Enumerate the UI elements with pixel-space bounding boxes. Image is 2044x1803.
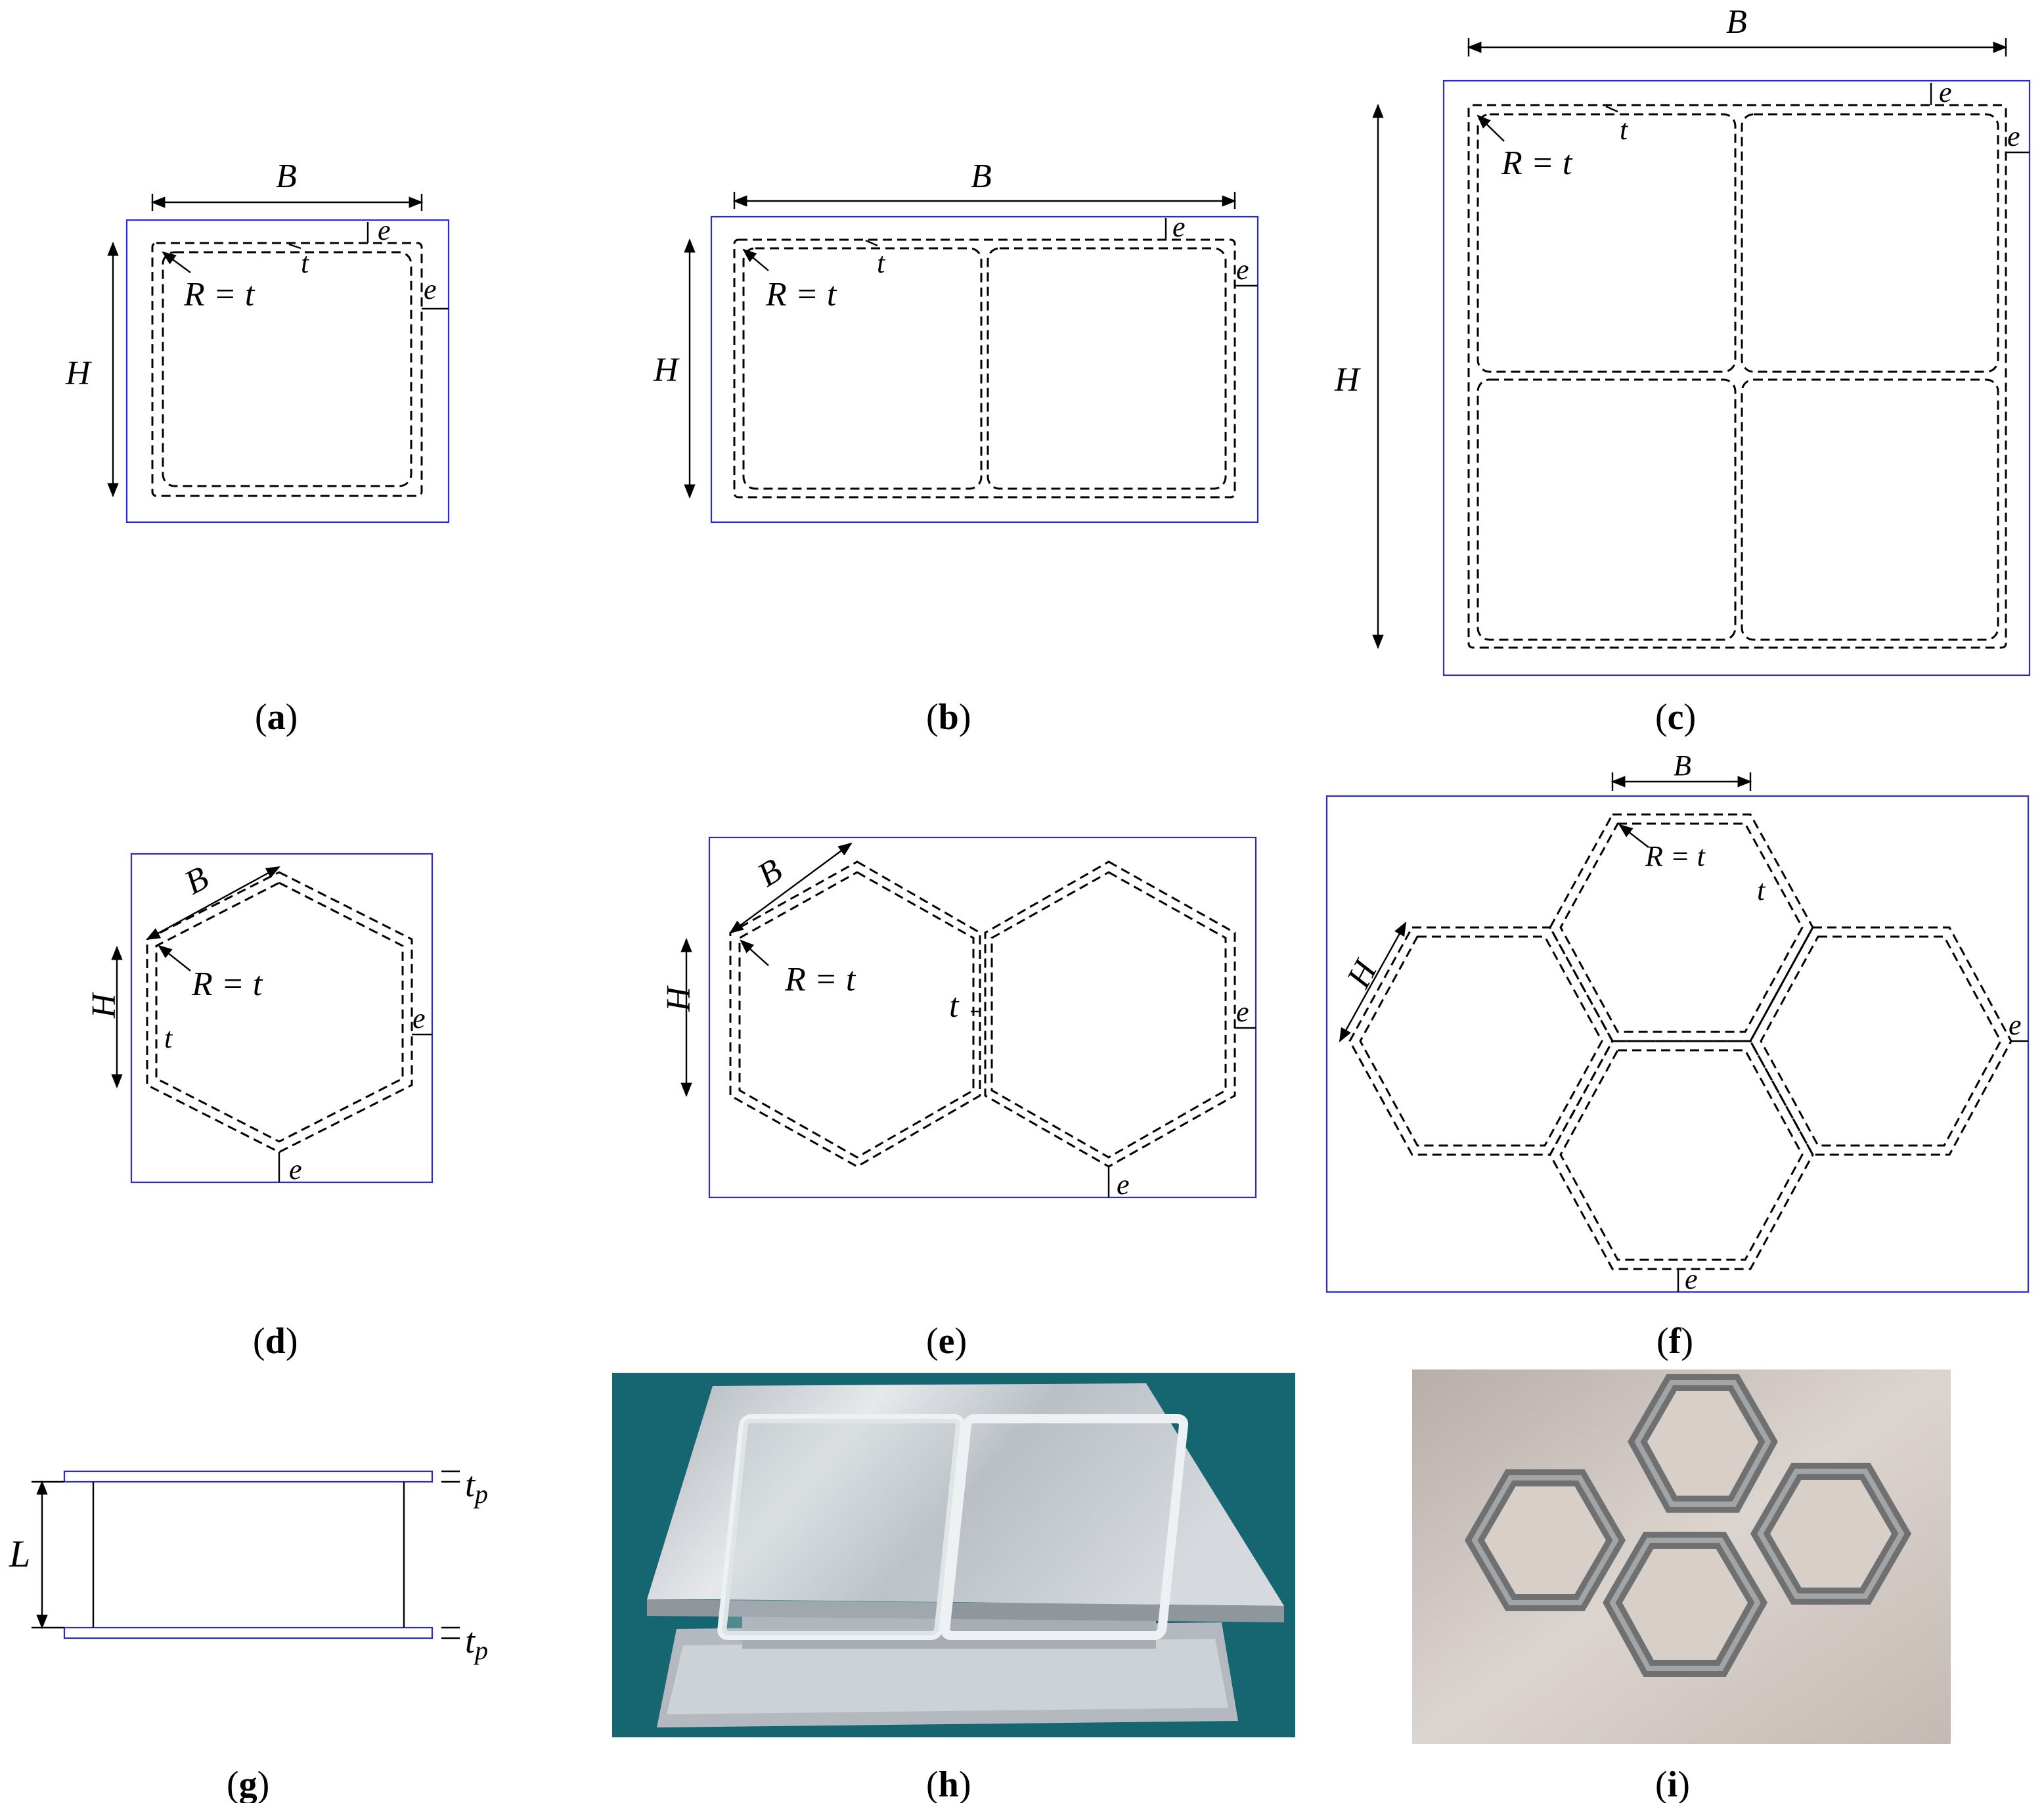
label-H: H xyxy=(65,355,92,392)
photo-h xyxy=(612,1373,1295,1737)
label-tp-bottom: tp xyxy=(465,1621,488,1665)
label-t: t xyxy=(301,247,310,279)
caption-e: (e) xyxy=(926,1321,967,1362)
label-R: R = t xyxy=(183,276,256,313)
label-e-right: e xyxy=(424,273,437,305)
label-e-right: e xyxy=(2007,120,2020,152)
label-tp-top: tp xyxy=(465,1465,488,1509)
panel-b: B H e e t R = t xyxy=(653,158,1259,523)
label-e-top: e xyxy=(1172,211,1186,243)
label-e-right: e xyxy=(1236,254,1249,286)
bottom-plate xyxy=(63,1626,433,1639)
frame-a xyxy=(125,219,450,523)
frame-d xyxy=(130,853,433,1184)
caption-c: (c) xyxy=(1655,697,1696,738)
panel-e: B H e e t R = t xyxy=(660,836,1257,1201)
panel-f: B H e e t R = t xyxy=(1325,749,2030,1295)
label-L: L xyxy=(9,1532,30,1575)
label-H: H xyxy=(85,992,123,1019)
panel-g: L tp tp xyxy=(9,1465,488,1665)
frame-c xyxy=(1442,79,2031,677)
label-t: t xyxy=(949,987,960,1025)
label-B: B xyxy=(751,851,789,894)
label-B: B xyxy=(971,158,992,195)
label-e-right: e xyxy=(412,1002,426,1035)
label-R: R = t xyxy=(191,966,263,1003)
caption-b: (b) xyxy=(926,697,971,738)
label-t: t xyxy=(1757,874,1766,906)
top-plate xyxy=(63,1470,433,1483)
label-e-right: e xyxy=(1236,996,1249,1028)
label-R: R = t xyxy=(784,961,856,998)
label-e-top: e xyxy=(378,214,391,246)
label-R: R = t xyxy=(1645,840,1706,872)
label-R: R = t xyxy=(765,276,837,313)
label-B: B xyxy=(1726,3,1747,41)
photo-i xyxy=(1412,1369,1951,1744)
label-e-bottom: e xyxy=(1685,1263,1698,1295)
label-H: H xyxy=(1334,361,1361,399)
frame-e xyxy=(708,836,1257,1199)
label-e-bottom: e xyxy=(289,1153,302,1186)
label-e-bottom: e xyxy=(1117,1169,1130,1201)
label-H: H xyxy=(653,351,680,389)
panel-c: B H e e t R = t xyxy=(1334,3,2031,677)
label-B: B xyxy=(179,859,215,902)
label-e-right: e xyxy=(2009,1009,2022,1041)
label-B: B xyxy=(1674,749,1691,782)
caption-h: (h) xyxy=(926,1764,971,1803)
panel-a: B H e e t R = t xyxy=(65,158,450,523)
label-e-top: e xyxy=(1939,76,1952,108)
caption-i: (i) xyxy=(1655,1764,1690,1803)
label-t: t xyxy=(164,1022,173,1054)
label-H: H xyxy=(660,985,698,1012)
frame-b xyxy=(710,215,1259,523)
label-t: t xyxy=(1620,114,1629,146)
label-R: R = t xyxy=(1501,145,1573,182)
label-t: t xyxy=(877,247,886,279)
caption-f: (f) xyxy=(1656,1321,1693,1362)
caption-d: (d) xyxy=(253,1321,298,1362)
caption-g: (g) xyxy=(227,1764,269,1803)
caption-a: (a) xyxy=(255,697,298,738)
label-B: B xyxy=(276,158,297,195)
panel-d: B H e e t R = t xyxy=(85,853,433,1186)
